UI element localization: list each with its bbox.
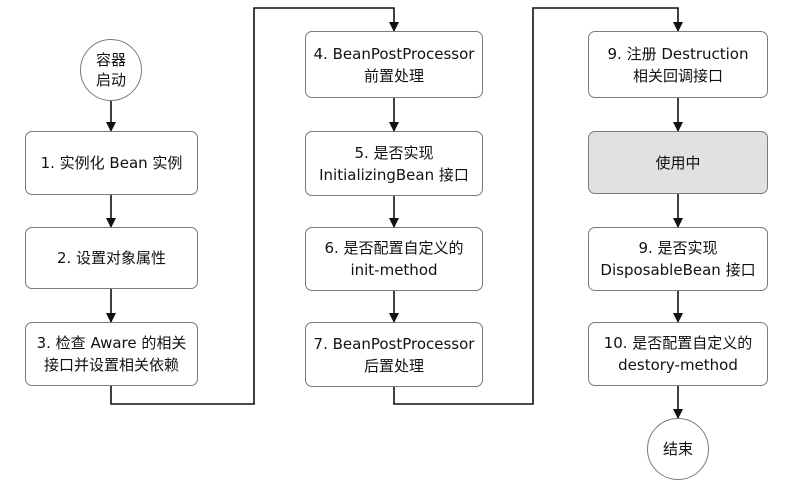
arrow-step7-to-step9 bbox=[393, 7, 683, 405]
step-init-method: 6. 是否配置自定义的 init-method bbox=[305, 227, 483, 291]
step-disposable-bean: 9. 是否实现 DisposableBean 接口 bbox=[588, 227, 768, 291]
start-node: 容器 启动 bbox=[80, 39, 142, 101]
end-node: 结束 bbox=[647, 418, 709, 480]
arrow-step3-to-step4 bbox=[110, 7, 399, 405]
step-register-destruction: 9. 注册 Destruction 相关回调接口 bbox=[588, 31, 768, 98]
step-postprocessor-after: 7. BeanPostProcessor 后置处理 bbox=[305, 322, 483, 387]
step-destroy-method: 10. 是否配置自定义的 destory-method bbox=[588, 322, 768, 386]
step-check-aware: 3. 检查 Aware 的相关 接口并设置相关依赖 bbox=[25, 322, 198, 386]
step-in-use: 使用中 bbox=[588, 131, 768, 194]
step-instantiate-bean: 1. 实例化 Bean 实例 bbox=[25, 131, 198, 195]
step-initializing-bean: 5. 是否实现 InitializingBean 接口 bbox=[305, 131, 483, 196]
step-set-properties: 2. 设置对象属性 bbox=[25, 227, 198, 289]
step-postprocessor-before: 4. BeanPostProcessor 前置处理 bbox=[305, 31, 483, 98]
